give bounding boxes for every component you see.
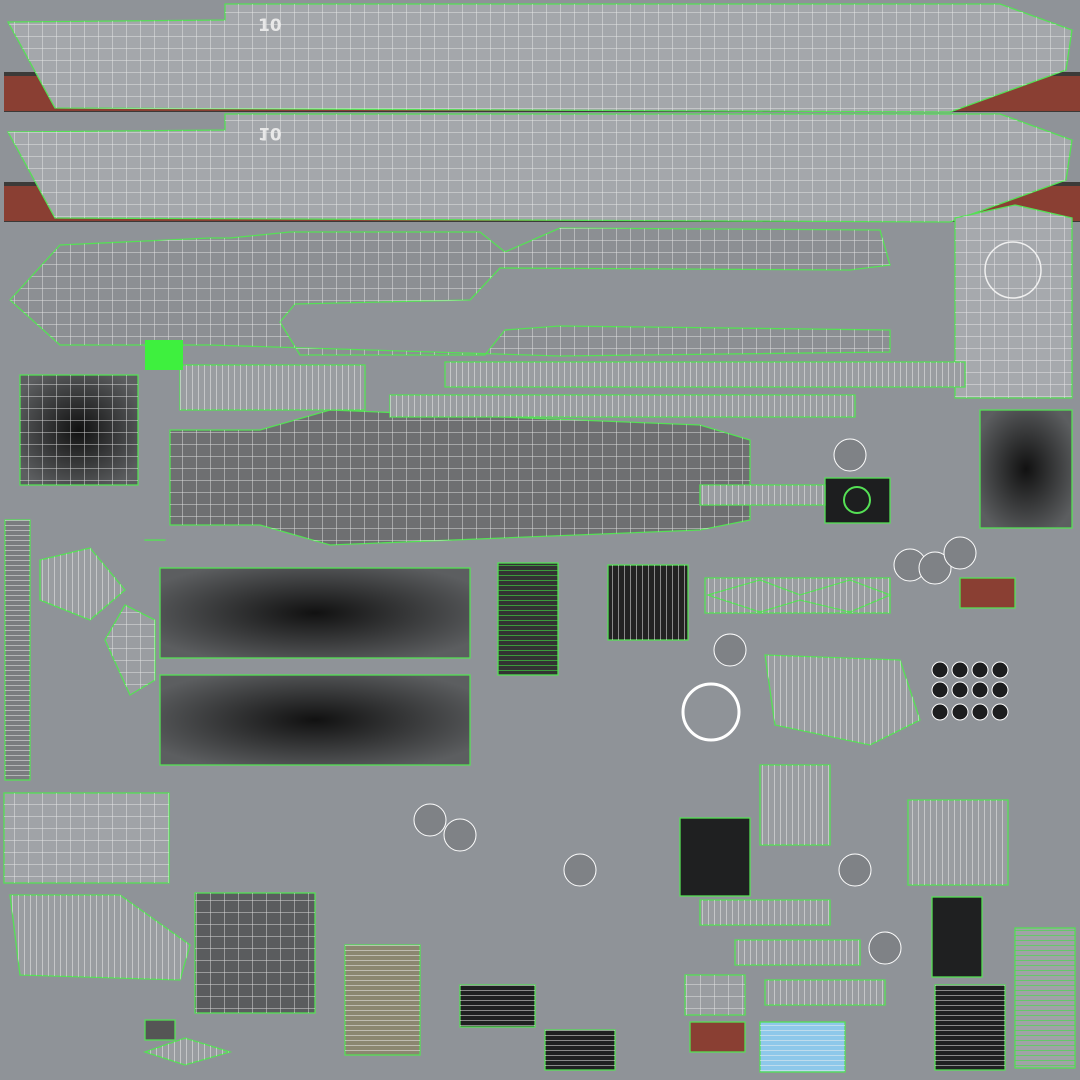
dark-deck-piece-1 — [159, 567, 471, 659]
ladder-strip-2-wire — [700, 900, 830, 925]
fan-disc-8 — [931, 703, 949, 721]
lens-shape-wire — [708, 580, 890, 612]
ring — [843, 486, 871, 514]
dark-deck-piece-2 — [159, 674, 471, 766]
vertical-strip-wire — [5, 520, 30, 780]
hull-side-0-wire — [8, 4, 1072, 112]
fan-piece-right-wire — [765, 655, 920, 745]
fan-wedge-wire — [40, 548, 125, 620]
dark-block-bottom-2-wire — [545, 1030, 615, 1070]
fan-disc-4 — [931, 681, 949, 699]
long-strip-2-wire — [390, 395, 855, 417]
hull-side-1-wire — [8, 114, 1072, 222]
round-part-0 — [833, 438, 867, 472]
dark-square-2 — [931, 896, 983, 978]
fan-disc-5 — [951, 681, 969, 699]
railing-block-wire — [180, 365, 365, 410]
fan-disc-9 — [951, 703, 969, 721]
long-strip-1-wire — [445, 362, 965, 387]
circle-panel — [824, 477, 891, 524]
round-part-4 — [443, 818, 477, 852]
dark-frame-panel-wire — [608, 565, 688, 640]
flag-panel-wire — [760, 1022, 845, 1072]
fan-disc-10 — [971, 703, 989, 721]
fan-piece-left-wire — [10, 895, 190, 980]
round-part-3 — [413, 803, 447, 837]
dark-square-3-wire — [935, 985, 1005, 1070]
fan-disc-3 — [991, 661, 1009, 679]
bridge-block-wire — [20, 375, 138, 485]
small-box — [144, 1019, 176, 1041]
red-panel-right — [959, 577, 1016, 609]
round-part-6 — [918, 551, 952, 585]
fan-disc-2 — [971, 661, 989, 679]
green-block — [145, 340, 183, 370]
grid-panel-wire — [4, 793, 169, 883]
dark-panel-right — [979, 409, 1073, 529]
hull-number-top: 10 — [258, 16, 282, 36]
dark-square-1 — [679, 817, 751, 897]
green-grid-right-wire — [1015, 928, 1075, 1068]
grey-panel-2-wire — [908, 800, 1008, 885]
round-part-9 — [868, 931, 902, 965]
main-deck-wire — [10, 228, 890, 356]
cross-piece-wire — [195, 893, 315, 1013]
ladder-strip-3-wire — [735, 940, 860, 965]
green-lines-panel-wire — [498, 563, 558, 675]
fan-disc-0 — [931, 661, 949, 679]
round-part-7 — [943, 536, 977, 570]
round-part-8 — [838, 853, 872, 887]
ladder-strip-wire — [700, 485, 825, 505]
fan-disc-6 — [971, 681, 989, 699]
red-panel — [689, 1021, 746, 1053]
grey-panel-1-wire — [760, 765, 830, 845]
fan-disc-7 — [991, 681, 1009, 699]
hex-piece-wire — [105, 605, 155, 695]
round-part-2 — [563, 853, 597, 887]
ladder-strip-4-wire — [765, 980, 885, 1005]
funnel-top-wire — [955, 205, 1072, 398]
boat-panel-wire — [345, 945, 420, 1055]
small-grid-wire — [685, 975, 745, 1015]
fan-disc-11 — [991, 703, 1009, 721]
boat-hull-piece-wire — [145, 1038, 230, 1065]
round-part-1 — [713, 633, 747, 667]
helipad-circle — [984, 241, 1042, 299]
ring-part — [681, 682, 741, 742]
fan-disc-1 — [951, 661, 969, 679]
dark-block-bottom-wire — [460, 985, 535, 1027]
hangar-deck-wire — [170, 410, 750, 545]
hull-number-bottom: 10 — [258, 123, 282, 143]
